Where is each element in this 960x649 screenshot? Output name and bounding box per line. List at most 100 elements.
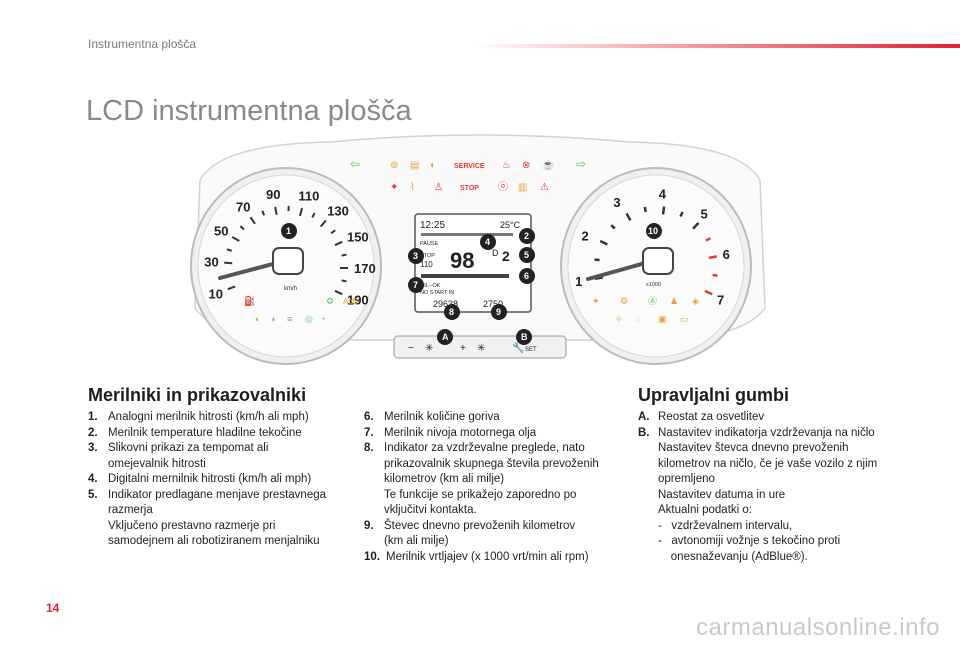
rpm-label: 6 [723,247,730,262]
lane-icon: ▥ [518,182,527,193]
main-beam-icon: ◎ [305,314,313,324]
speed-tick [334,240,343,247]
lcd-trip: 2750 [483,299,503,309]
callout-1: 1 [286,226,291,236]
list-item: 9.Števec dnevno prevoženih kilometrov(km… [364,519,614,550]
list-item-line: Števec dnevno prevoženih kilometrov [384,519,576,532]
speed-tick [231,236,240,242]
page-title: LCD instrumentna plošča [86,95,412,128]
passenger-airbag-icon: ✧ [615,314,623,324]
rpm-label: 1 [575,274,582,289]
speed-tick [227,285,236,291]
speed-tick [341,253,347,257]
list-item-number: 10. [364,550,380,563]
auto-icon: Ⓐ [648,296,657,306]
list-item: 1.Analogni merilnik hitrosti (km/h ali m… [88,410,353,426]
rpm-tick [712,273,718,277]
stability-icon: ⚠ [540,182,549,193]
list-item-line: kilometrov na ničlo, če je vaše vozilo z… [658,457,878,470]
list-item: 2.Merilnik temperature hladilne tekočine [88,426,353,442]
fuel-filter-icon: ▤ [410,160,419,171]
list-item-line: Merilnik vrtljajev (x 1000 vrt/min ali r… [386,550,589,563]
speed-label: 190 [347,293,369,308]
list-item-line: kilometrov (km ali milje) [384,473,505,485]
list-item-line: (km ali milje) [384,535,449,547]
list-item-line: Indikator za vzdrževalne preglede, nato [384,442,585,454]
list-item-number: 5. [88,488,98,501]
list-item-text: Analogni merilnik hitrosti (km/h ali mph… [108,410,353,426]
speed-tick [226,248,232,252]
watermark: carmanualsonline.info [696,614,940,641]
speed-tick [239,225,245,231]
speed-tick [261,210,266,216]
turn-right-icon: ⇨ [576,157,586,171]
esp-icon: ◈ [692,296,699,306]
list-item-line: vključitvi kontakta. [384,504,477,516]
lcd-temperature: 25°C [500,220,521,230]
speed-unit: km/h [284,286,297,292]
center-lcd: 12:25 25°C PAUSE STOP 110 98 D 2 OIL--OK… [414,213,532,313]
list-item-text: Digitalni mernilnik hitrosti (km/h ali m… [108,472,353,488]
rpm-label: 5 [700,206,707,221]
speed-tick [319,219,327,228]
header-accent-rule [470,44,960,48]
list-item-number: 4. [88,473,98,485]
set-button[interactable]: SET [525,347,537,353]
list-item-line: opremljeno [658,473,715,485]
rear-fog-icon: ◔ [320,314,325,324]
lcd-pause: PAUSE [420,241,439,247]
speed-label: 150 [347,229,369,244]
speed-label: 170 [354,261,376,276]
callout-10: 10 [648,226,658,236]
rpm-tick [692,222,700,230]
dimmer-minus-button[interactable]: − [408,343,414,354]
list-item: 10. Merilnik vrtljajev (x 1000 vrt/min al… [364,550,614,566]
list-item: B.Nastavitev indikatorja vzdrževanja na … [638,426,898,566]
callout-9: 9 [496,307,501,317]
control-buttons: − ✳ + ✳ 🔧 SET [393,335,567,359]
speed-label: 30 [204,254,218,269]
meters-list-left: 1.Analogni merilnik hitrosti (km/h ali m… [88,410,353,550]
fog-light-icon: ◐ [255,314,260,324]
callout-6: 6 [524,271,529,281]
rpm-tick [705,237,711,242]
abs-icon: ⓞ [498,181,508,193]
list-item-line: Merilnik temperature hladilne tekočine [108,426,302,439]
rpm-label: 3 [613,195,620,210]
callout-a: A [442,332,449,342]
callout-4: 4 [485,237,490,247]
seatbelt-warning-icon: ✦ [390,182,398,193]
list-item-line: Analogni merilnik hitrosti (km/h ali mph… [108,411,309,423]
glow-plug-icon: ⌇ [410,182,415,193]
lcd-odometer: 29638 [433,299,458,309]
door-open-icon: ♙ [434,182,443,193]
airbag-icon: ♟ [670,296,678,306]
list-item-line: Indikator predlagane menjave prestavnega [108,488,327,501]
rpm-tick [643,206,647,213]
list-item-text: Nastavitev indikatorja vzdrževanja na ni… [658,426,898,566]
list-item-line: Reostat za osvetlitev [658,411,765,423]
adblue-icon: AdB [343,297,358,306]
warning-lamps: ⇦ ⇨ ⊚ ▤ ◐ SERVICE ♨ ⊗ ☕ ✦ ⌇ ♙ STOP ⓞ ▥ ⚠ [350,157,586,193]
list-item-text: Merilnik temperature hladilne tekočine [108,426,353,442]
lcd-oil: OIL--OK [420,283,441,289]
list-item-text: Merilnik količine goriva [384,410,614,426]
list-item-text: Indikator predlagane menjave prestavnega… [108,488,353,550]
dimmer-plus-button[interactable]: + [460,343,466,354]
list-item-line: Slikovni prikazi za tempomat ali [108,442,269,454]
dpf-icon: ▣ [658,314,667,324]
speed-label: 70 [236,200,250,215]
callout-2: 2 [524,231,529,241]
list-item-line: onesnaževanju (AdBlue®). [658,550,808,563]
speed-tick [341,279,347,283]
temperature-icon: ♨ [502,160,511,171]
list-item-line: - avtonomiji vožnje s tekočino proti [658,535,841,547]
list-item-line: Aktualni podatki o: [658,504,752,516]
rpm-tick [708,255,718,260]
list-item-line: Nastavitev indikatorja vzdrževanja na ni… [658,426,875,439]
lcd-gear: D [492,248,499,258]
battery-icon: ▭ [680,314,689,324]
